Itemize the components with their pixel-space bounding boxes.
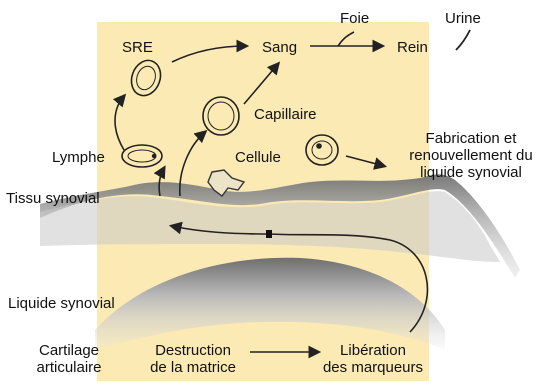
label-cartilage-line2: articulaire (24, 359, 114, 376)
label-liberation: Libération des marqueurs (318, 342, 428, 376)
label-fabrication-line3: liquide synovial (396, 164, 543, 181)
label-destruction: Destruction de la matrice (138, 342, 248, 376)
label-cellule: Cellule (235, 149, 281, 166)
label-liquide-synovial: Liquide synovial (8, 295, 115, 312)
label-sre: SRE (122, 39, 153, 56)
label-fabrication-line2: renouvellement du (396, 147, 543, 164)
release-marker (266, 230, 272, 238)
label-rein: Rein (397, 39, 428, 56)
label-destruction-line1: Destruction (138, 342, 248, 359)
label-fabrication-line1: Fabrication et (396, 130, 543, 147)
label-foie: Foie (340, 10, 369, 27)
urine-curl (456, 30, 470, 50)
label-lymphe: Lymphe (52, 149, 105, 166)
lymph-cell-nucleus (152, 154, 156, 158)
label-fabrication: Fabrication et renouvellement du liquide… (396, 130, 543, 181)
synovial-cell-nucleus (316, 143, 322, 149)
label-cartilage: Cartilage articulaire (24, 342, 114, 376)
label-cartilage-line1: Cartilage (24, 342, 114, 359)
label-liberation-line2: des marqueurs (318, 359, 428, 376)
label-sang: Sang (262, 39, 297, 56)
label-capillaire: Capillaire (254, 106, 317, 123)
label-liberation-line1: Libération (318, 342, 428, 359)
label-destruction-line2: de la matrice (138, 359, 248, 376)
label-urine: Urine (445, 10, 481, 27)
label-tissu-synovial: Tissu synovial (6, 190, 100, 207)
